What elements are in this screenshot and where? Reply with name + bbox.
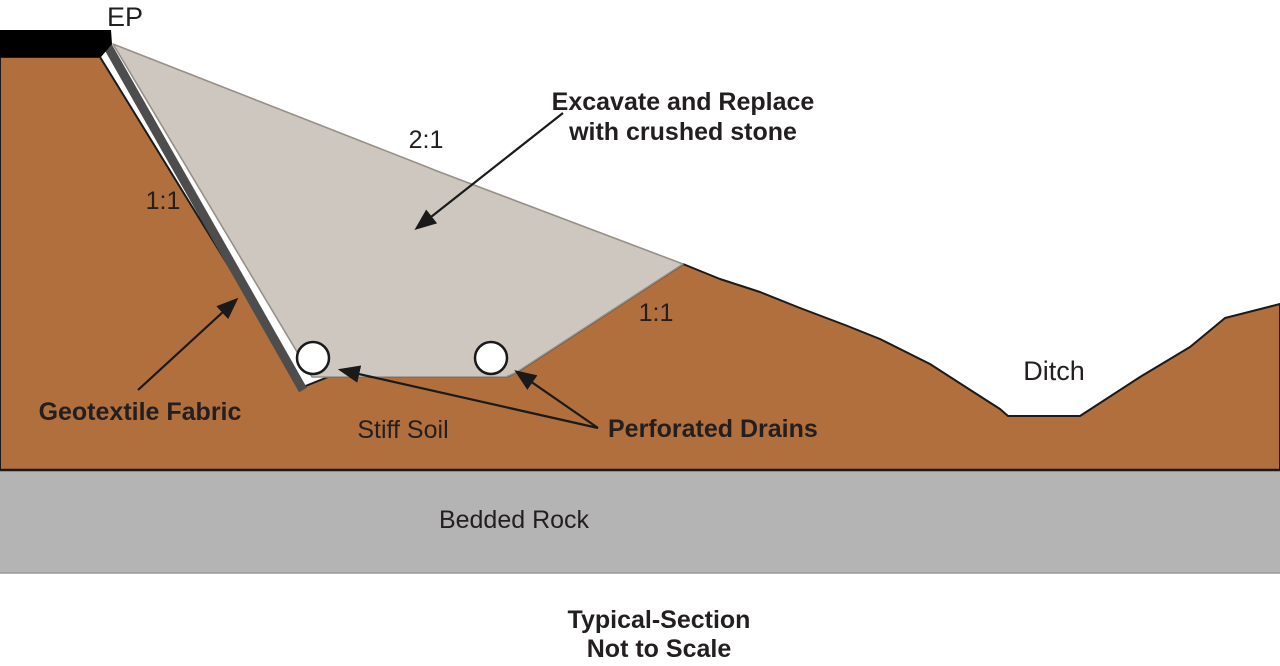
drain-right-leader-arrow: [514, 370, 599, 429]
pavement-edge: [0, 30, 112, 57]
bedded-rock-label: Bedded Rock: [439, 506, 590, 534]
slope-ratio-top-label: 2:1: [409, 126, 444, 154]
bedded-rock-layer: [0, 470, 1280, 573]
geotextile-fabric-line: [103, 42, 307, 393]
excavate-label-line1: Excavate and Replace: [552, 88, 815, 116]
ep-label: EP: [107, 2, 143, 32]
perforated-drains-label: Perforated Drains: [608, 415, 818, 443]
caption-line1: Typical-Section: [568, 606, 751, 634]
perforated-drain-left: [295, 340, 331, 376]
caption-line2: Not to Scale: [587, 635, 732, 663]
stiff-soil-label: Stiff Soil: [357, 416, 448, 444]
slope-ratio-right-label: 1:1: [639, 299, 674, 327]
drain-left-leader-arrow: [337, 365, 599, 430]
slope-ratio-left-label: 1:1: [146, 187, 181, 215]
geotextile-fabric-label: Geotextile Fabric: [39, 398, 242, 426]
ditch-label: Ditch: [1023, 356, 1085, 386]
excavate-label-line2: with crushed stone: [568, 118, 797, 146]
excavate-leader-arrow: [414, 112, 564, 231]
geotextile-leader-arrow: [137, 297, 239, 391]
perforated-drain-right: [473, 340, 509, 376]
